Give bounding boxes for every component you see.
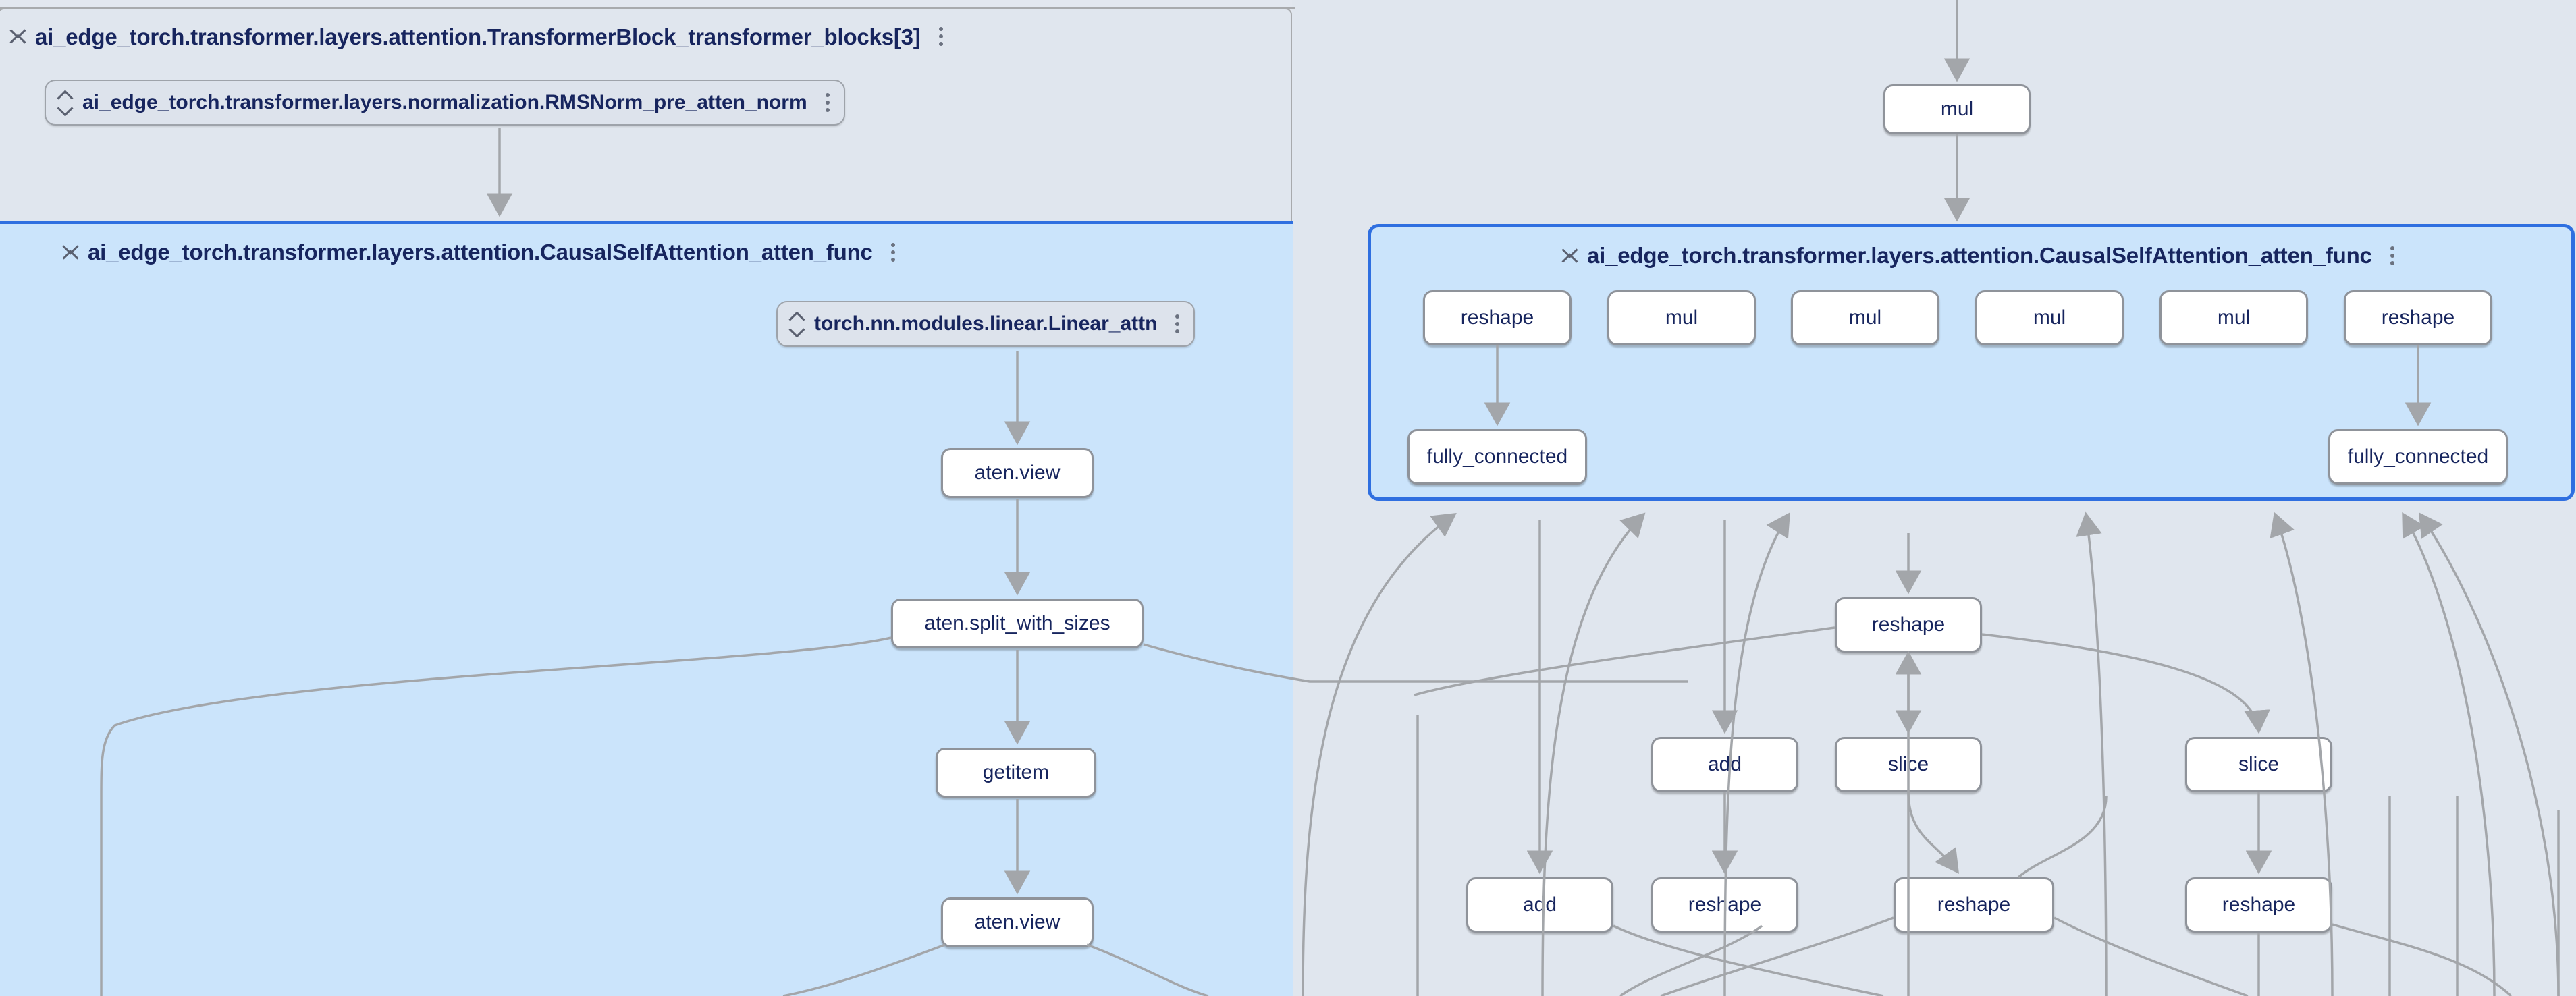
node-mul-r4[interactable]: mul: [2159, 290, 2308, 345]
rmsnorm-module-chip[interactable]: ai_edge_torch.transformer.layers.normali…: [45, 80, 845, 126]
node-reshape-b1[interactable]: reshape: [1651, 877, 1798, 933]
node-reshape-b3[interactable]: reshape: [2185, 877, 2332, 933]
linear-attn-module-chip[interactable]: torch.nn.modules.linear.Linear_attn: [776, 301, 1196, 347]
right-causal-self-attention-title: ai_edge_torch.transformer.layers.attenti…: [1587, 243, 2372, 268]
kebab-menu-icon[interactable]: [937, 26, 945, 47]
node-aten-view-2[interactable]: aten.view: [941, 897, 1094, 947]
node-reshape-b2[interactable]: reshape: [1894, 877, 2054, 933]
node-add-2[interactable]: add: [1466, 877, 1613, 933]
node-getitem[interactable]: getitem: [936, 748, 1096, 798]
double-chevron-collapse-icon[interactable]: [62, 238, 79, 267]
kebab-menu-icon[interactable]: [1173, 313, 1181, 335]
left-causal-self-attention-title: ai_edge_torch.transformer.layers.attenti…: [88, 240, 873, 265]
node-mul-r1[interactable]: mul: [1607, 290, 1756, 345]
kebab-menu-icon[interactable]: [2388, 245, 2396, 267]
node-reshape-r1[interactable]: reshape: [1423, 290, 1572, 345]
transformer-block-title-row: ai_edge_torch.transformer.layers.attenti…: [9, 22, 945, 51]
node-aten-split-with-sizes[interactable]: aten.split_with_sizes: [891, 599, 1144, 648]
double-chevron-expand-icon[interactable]: [57, 89, 74, 117]
node-aten-view-1[interactable]: aten.view: [941, 448, 1094, 498]
node-slice-2[interactable]: slice: [2185, 737, 2332, 792]
node-mul-top[interactable]: mul: [1883, 84, 2031, 134]
right-causal-self-attention-header: ai_edge_torch.transformer.layers.attenti…: [1561, 242, 2396, 270]
node-reshape-below-top[interactable]: reshape: [1835, 597, 1982, 653]
transformer-block-header: ai_edge_torch.transformer.layers.attenti…: [0, 9, 1291, 63]
linear-attn-module-label: torch.nn.modules.linear.Linear_attn: [814, 312, 1158, 335]
node-reshape-r2[interactable]: reshape: [2344, 290, 2492, 345]
double-chevron-collapse-icon[interactable]: [1561, 242, 1578, 270]
kebab-menu-icon[interactable]: [889, 242, 897, 263]
node-add-1[interactable]: add: [1651, 737, 1798, 792]
node-fully-connected-2[interactable]: fully_connected: [2328, 429, 2508, 485]
node-slice-1[interactable]: slice: [1835, 737, 1982, 792]
left-causal-self-attention-header: ai_edge_torch.transformer.layers.attenti…: [62, 238, 897, 267]
transformer-block-title: ai_edge_torch.transformer.layers.attenti…: [35, 24, 921, 49]
double-chevron-collapse-icon[interactable]: [9, 22, 26, 51]
canvas-top-rule: [0, 7, 1295, 9]
node-mul-r3[interactable]: mul: [1975, 290, 2124, 345]
node-fully-connected-1[interactable]: fully_connected: [1407, 429, 1587, 485]
rmsnorm-module-label: ai_edge_torch.transformer.layers.normali…: [82, 91, 807, 113]
kebab-menu-icon[interactable]: [824, 92, 832, 113]
double-chevron-expand-icon[interactable]: [788, 310, 805, 338]
node-mul-r2[interactable]: mul: [1791, 290, 1939, 345]
